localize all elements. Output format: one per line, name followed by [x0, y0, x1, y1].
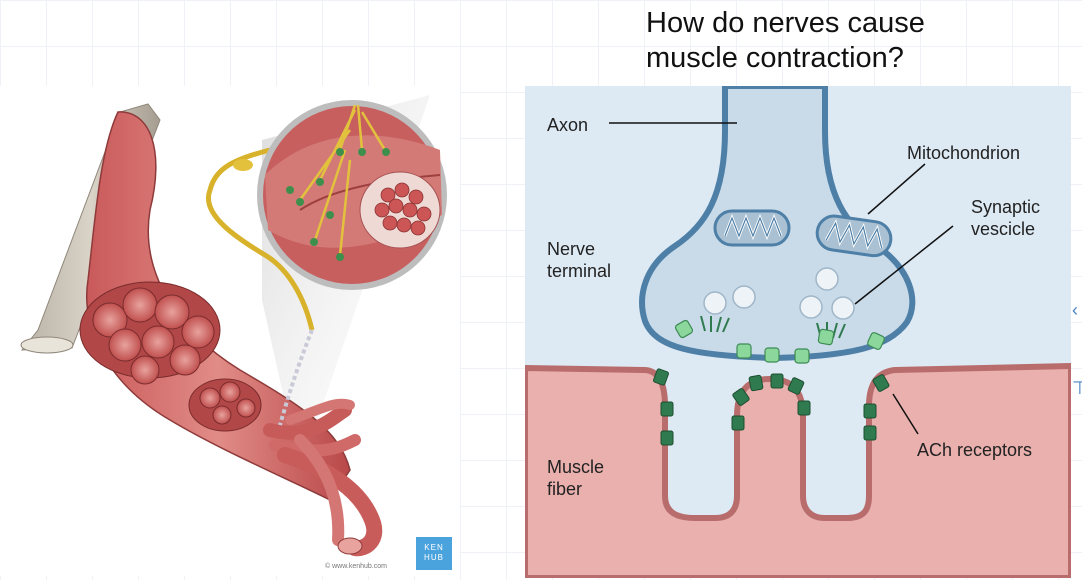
label-ach-receptors: ACh receptors [917, 440, 1033, 460]
label-synaptic-vesicle: Synaptic vescicle [971, 196, 1040, 240]
label-nerve-terminal-line-2: terminal [547, 261, 612, 281]
receptor-leader-line [892, 393, 919, 435]
mitochondrion-right [815, 214, 893, 258]
edge-tick-icon: ⊤ [1072, 378, 1082, 398]
presynaptic-channels [674, 319, 885, 364]
tendon-end [20, 336, 74, 354]
label-axon: Axon [547, 115, 589, 135]
label-muscle-fiber: Muscle fiber [547, 456, 604, 500]
nerve-fiber [278, 329, 314, 426]
magnifier-inset [257, 100, 447, 290]
mitochondrion-left [713, 209, 791, 247]
ach-receptor-group [653, 368, 890, 446]
synaptic-vesicles [703, 267, 855, 320]
logo-line-1: KEN [424, 543, 444, 552]
muscle-fibers [263, 398, 383, 557]
vesicle-leader-line [854, 225, 954, 305]
label-synaptic-vesicle-line-1: Synaptic [971, 197, 1041, 217]
fiber-bundle [188, 378, 262, 432]
label-muscle-fiber-line-2: fiber [547, 479, 583, 499]
logo-line-2: HUB [424, 553, 444, 562]
slide-title: How do nerves cause muscle contraction? [646, 6, 1066, 76]
label-muscle-fiber-line-1: Muscle [547, 457, 605, 477]
nmj-diagram-svg [522, 83, 1074, 581]
fiber-end [337, 537, 363, 555]
muscle-anatomy-illustration: KEN HUB © www.kenhub.com [0, 86, 460, 576]
leader-lines [609, 122, 954, 435]
title-line-2: muscle contraction? [646, 42, 904, 74]
title-line-1: How do nerves cause [646, 7, 925, 39]
label-nerve-terminal: Nerve terminal [547, 238, 611, 282]
kenhub-logo: KEN HUB [416, 537, 452, 570]
muscle-fiber [522, 363, 1074, 581]
label-mitochondrion: Mitochondrion [907, 143, 1021, 163]
label-synaptic-vesicle-line-2: vescicle [971, 219, 1036, 239]
muscle-illustration-svg [20, 95, 447, 557]
illustration-credit: © www.kenhub.com [325, 563, 387, 570]
label-nerve-terminal-line-1: Nerve [547, 239, 596, 259]
edge-bracket-icon: ‹ [1072, 300, 1078, 320]
nerve-ganglion [233, 159, 253, 171]
fascicle-cluster [79, 281, 221, 385]
nmj-diagram: Axon Mitochondrion Synaptic vescicle Ner… [522, 83, 1074, 581]
motor-nerve [205, 147, 315, 331]
mitochondrion-leader-line [867, 163, 926, 215]
